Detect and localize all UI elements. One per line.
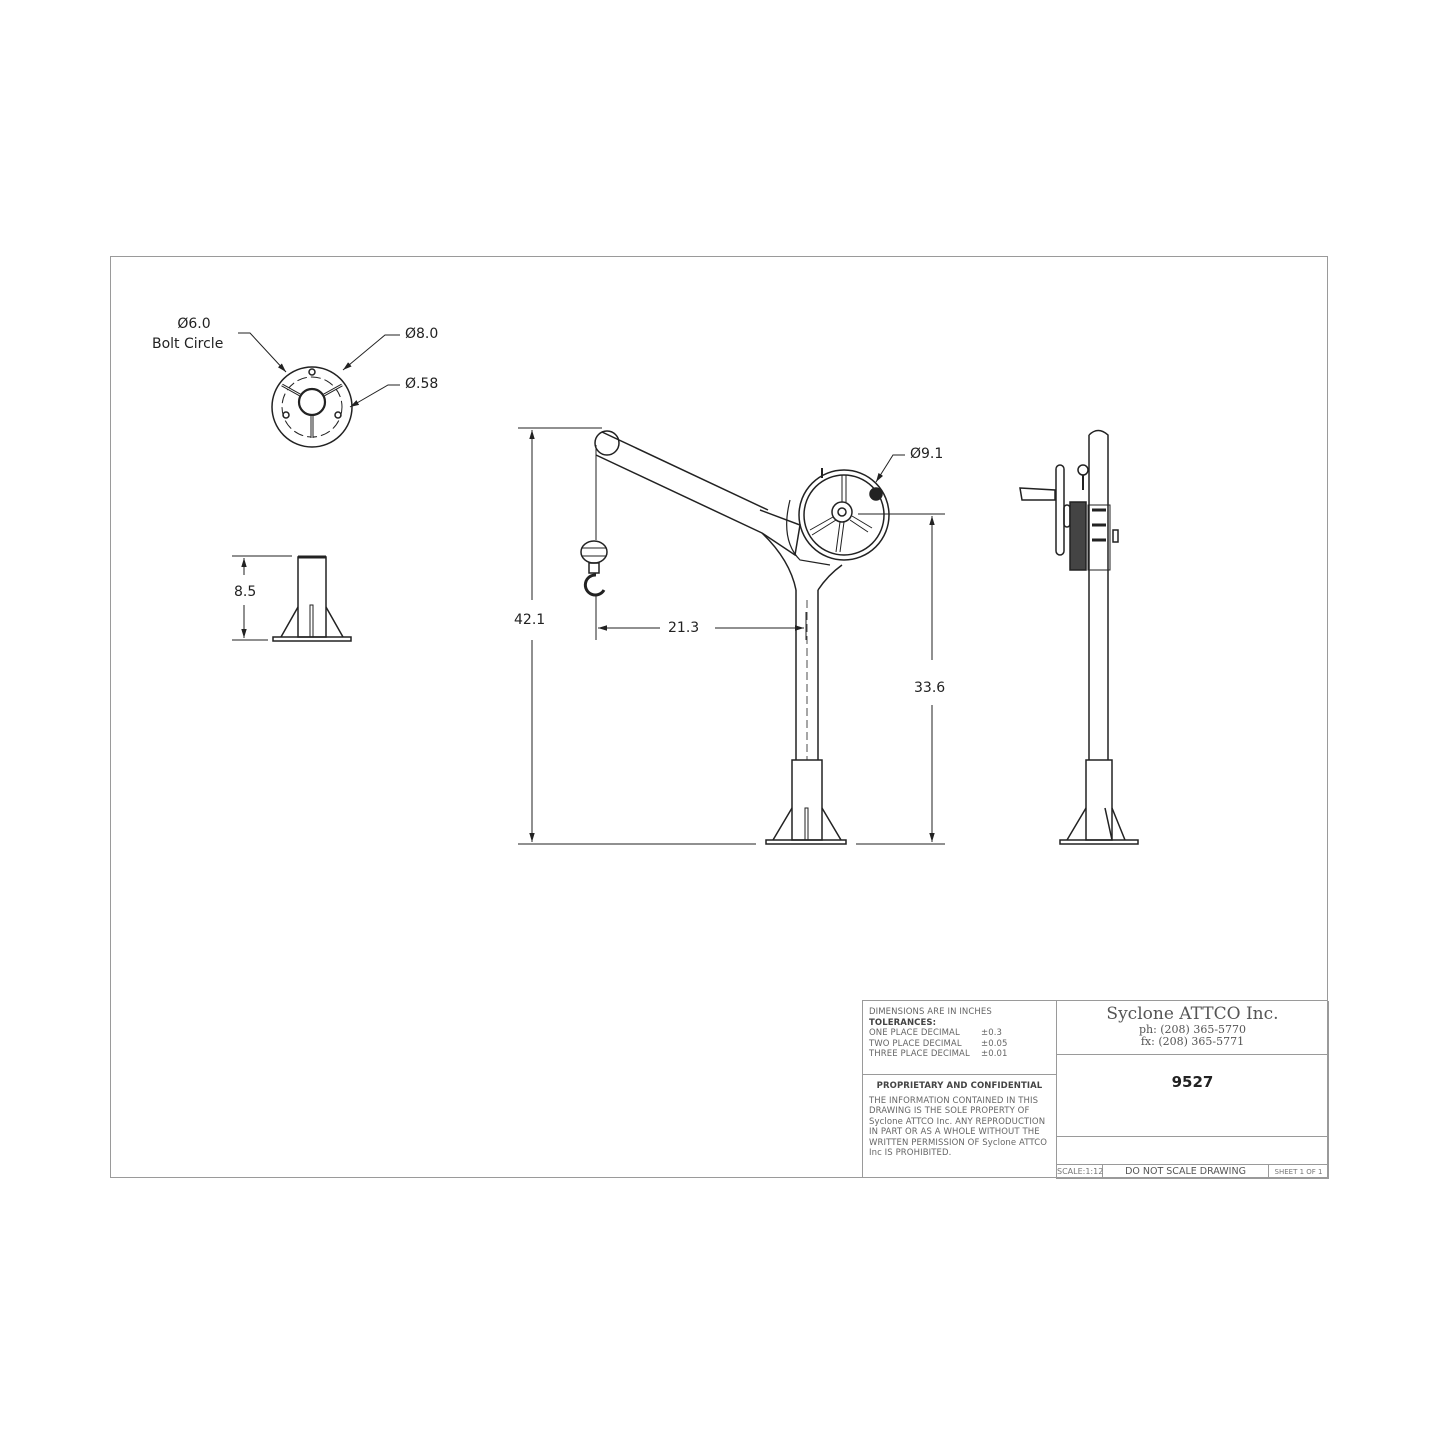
proprietary-cell: PROPRIETARY AND CONFIDENTIAL THE INFORMA…: [863, 1075, 1057, 1179]
tolerances-label: TOLERANCES:: [869, 1017, 937, 1028]
tolerance-row: ONE PLACE DECIMAL±0.3: [869, 1028, 1003, 1038]
proprietary-text: THE INFORMATION CONTAINED IN THIS DRAWIN…: [869, 1095, 1048, 1159]
blank-cell: [1057, 1137, 1329, 1165]
bolt-circle-dim: Ø6.0: [172, 316, 216, 332]
proprietary-title: PROPRIETARY AND CONFIDENTIAL: [876, 1081, 1043, 1091]
company-fax: fx: (208) 365-5771: [1140, 1035, 1245, 1048]
bolt-circle-label: Bolt Circle: [152, 336, 224, 352]
crane-front-view: [518, 427, 945, 845]
base-height-dim: 8.5: [234, 584, 257, 600]
units-note: DIMENSIONS ARE IN INCHES: [869, 1007, 992, 1017]
outer-diameter-dim: Ø8.0: [405, 326, 439, 342]
hole-diameter-dim: Ø.58: [405, 376, 439, 392]
tolerance-row: TWO PLACE DECIMAL±0.05: [869, 1038, 1008, 1049]
title-block: DIMENSIONS ARE IN INCHES TOLERANCES: ONE…: [862, 1000, 1329, 1179]
base-top-view: [238, 332, 400, 448]
scale-note-cell: DO NOT SCALE DRAWING: [1103, 1165, 1269, 1179]
scale-cell: SCALE:1:12: [1057, 1165, 1103, 1179]
base-side-view: [232, 555, 352, 642]
part-number: 9527: [1171, 1073, 1214, 1091]
winch-height-dim: 33.6: [914, 680, 946, 696]
sheet-cell: SHEET 1 OF 1: [1269, 1165, 1329, 1179]
drawing-sheet-border: [110, 256, 1328, 1178]
company-phone: ph: (208) 365-5770: [1138, 1023, 1247, 1036]
company-cell: Syclone ATTCO Inc. ph: (208) 365-5770 fx…: [1057, 1001, 1329, 1055]
reach-dim: 21.3: [668, 620, 700, 636]
wheel-diameter-dim: Ø9.1: [910, 446, 944, 462]
tolerance-row: THREE PLACE DECIMAL±0.01: [869, 1049, 1008, 1059]
part-number-cell: 9527: [1057, 1055, 1329, 1137]
crane-side-view: [1019, 429, 1139, 845]
overall-height-dim: 42.1: [514, 612, 546, 628]
company-name: Syclone ATTCO Inc.: [1106, 1004, 1279, 1024]
tolerances-cell: DIMENSIONS ARE IN INCHES TOLERANCES: ONE…: [863, 1001, 1057, 1075]
